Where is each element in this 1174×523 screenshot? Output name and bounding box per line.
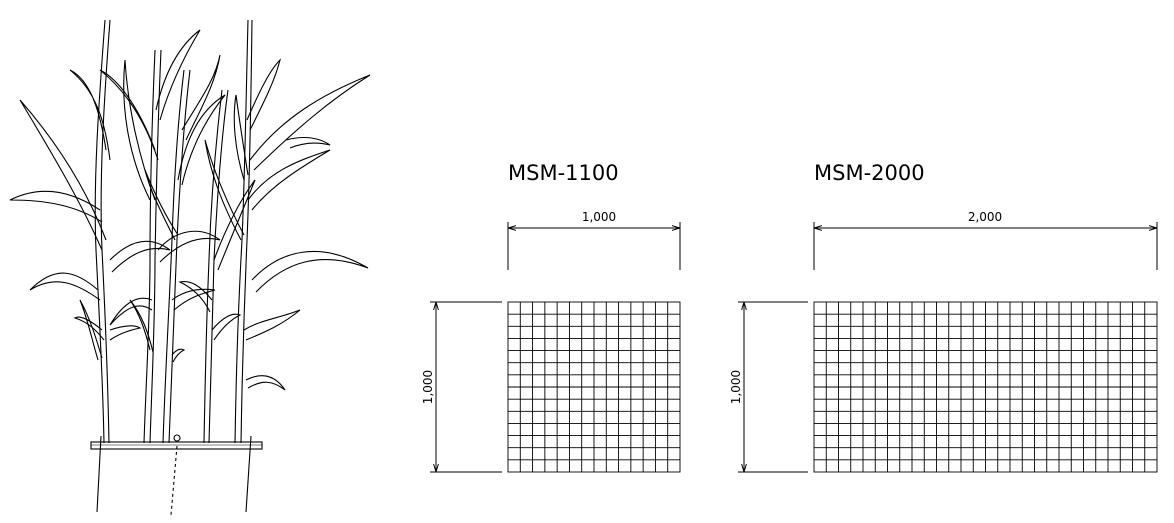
stalk-1 bbox=[94, 19, 106, 444]
base-plank bbox=[90, 441, 263, 450]
mesh-grid bbox=[507, 301, 681, 473]
model-label-msm-2000: MSM-2000 bbox=[814, 161, 925, 185]
plant-illustration bbox=[9, 19, 371, 516]
panel-msm-2000: MSM-2000 2,000 1,000 bbox=[729, 161, 1158, 473]
width-dimension-label: 2,000 bbox=[968, 210, 1002, 224]
stake-left bbox=[96, 435, 102, 513]
mesh-grid bbox=[813, 301, 1158, 473]
height-dimension-label: 1,000 bbox=[421, 370, 435, 404]
stake-center bbox=[170, 445, 178, 516]
stake-right bbox=[245, 435, 252, 513]
panel-msm-1100: MSM-1100 1,000 1,000 bbox=[421, 161, 681, 473]
model-label-msm-1100: MSM-1100 bbox=[508, 161, 619, 185]
height-dimension-label: 1,000 bbox=[729, 370, 743, 404]
width-dimension-label: 1,000 bbox=[582, 210, 616, 224]
